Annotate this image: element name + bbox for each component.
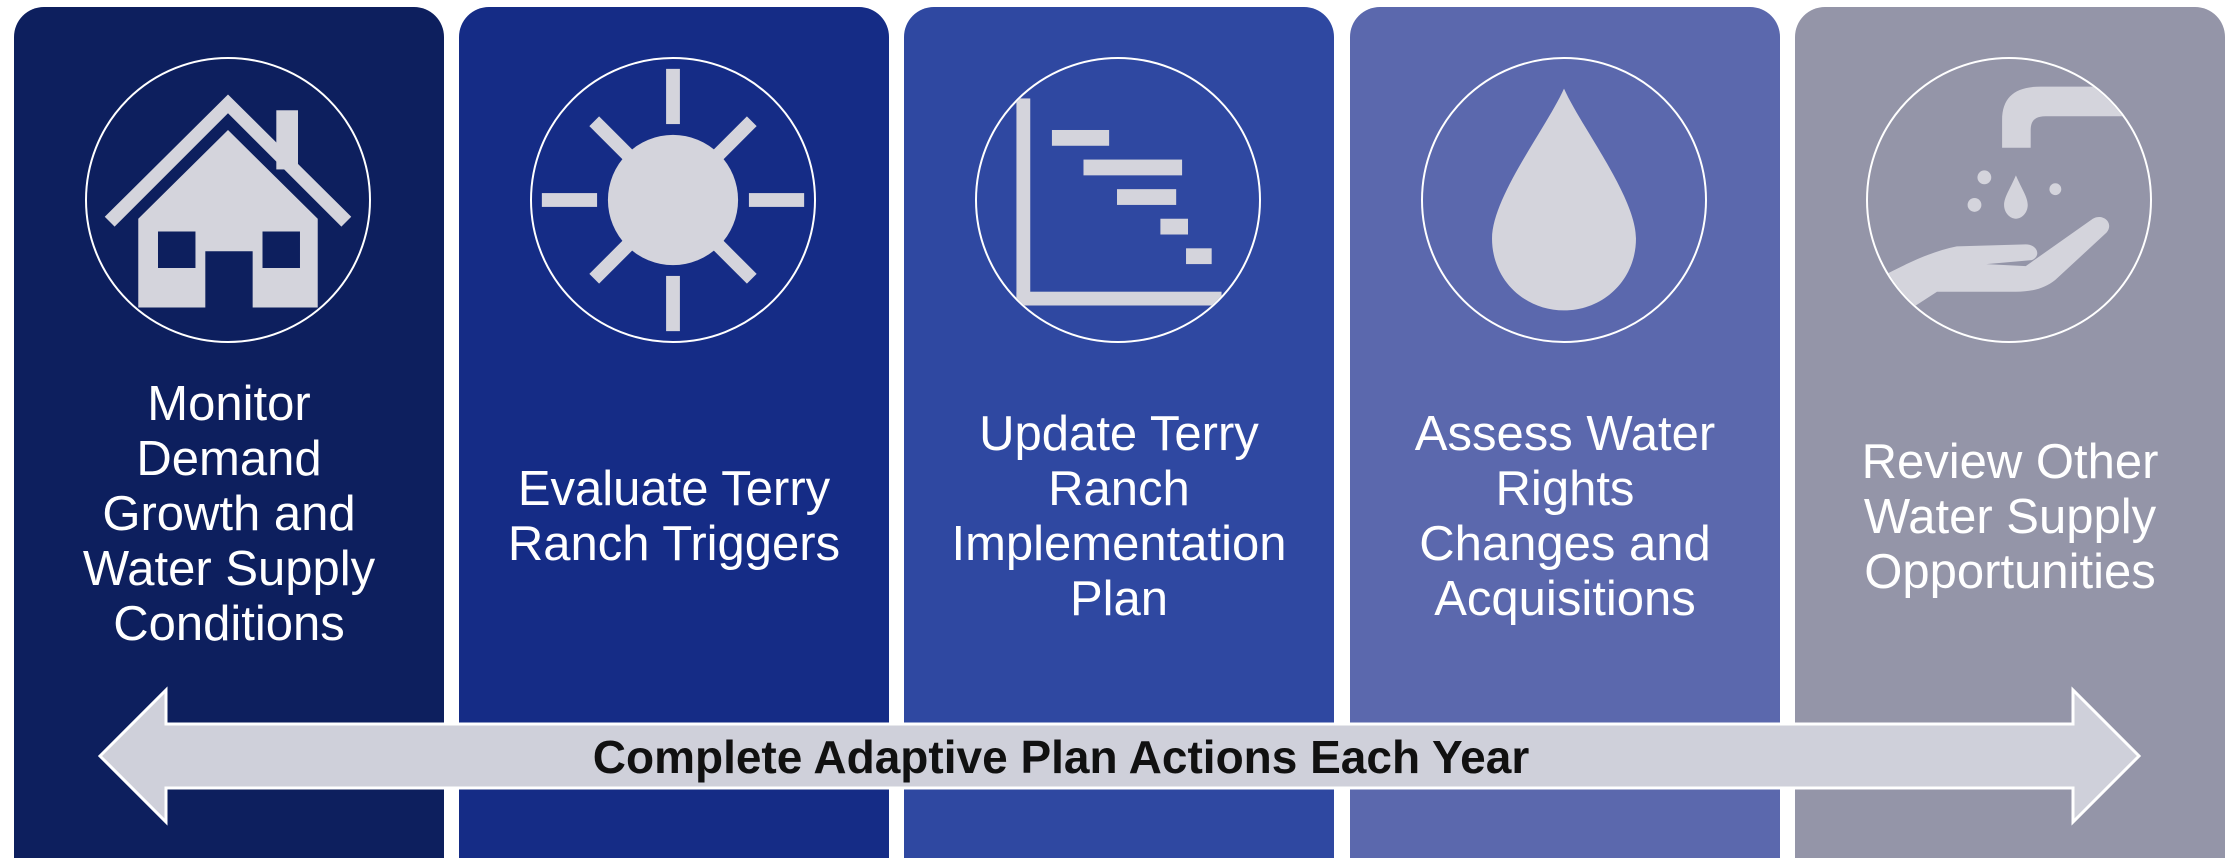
step-icon-circle <box>975 57 1261 343</box>
house-icon <box>104 94 352 308</box>
step-label: Review Other Water Supply Opportunities <box>1861 435 2159 599</box>
step-icon-circle <box>85 57 371 343</box>
step-label: Assess Water Rights Changes and Acquisit… <box>1414 407 1716 626</box>
gantt-chart-icon <box>1016 98 1222 306</box>
step-icon-circle <box>530 57 816 343</box>
step-label: Update Terry Ranch Implementation Plan <box>951 407 1287 626</box>
step-icon-circle <box>1866 57 2152 343</box>
faucet-hand-icon <box>1868 86 2150 318</box>
step-label: Monitor Demand Growth and Water Supply C… <box>82 377 376 651</box>
sun-icon <box>541 68 805 332</box>
step-label: Evaluate Terry Ranch Triggers <box>507 462 841 571</box>
step-icon-circle <box>1421 57 1707 343</box>
arrow-label: Complete Adaptive Plan Actions Each Year <box>592 731 1530 783</box>
water-drop-icon <box>1492 88 1636 311</box>
